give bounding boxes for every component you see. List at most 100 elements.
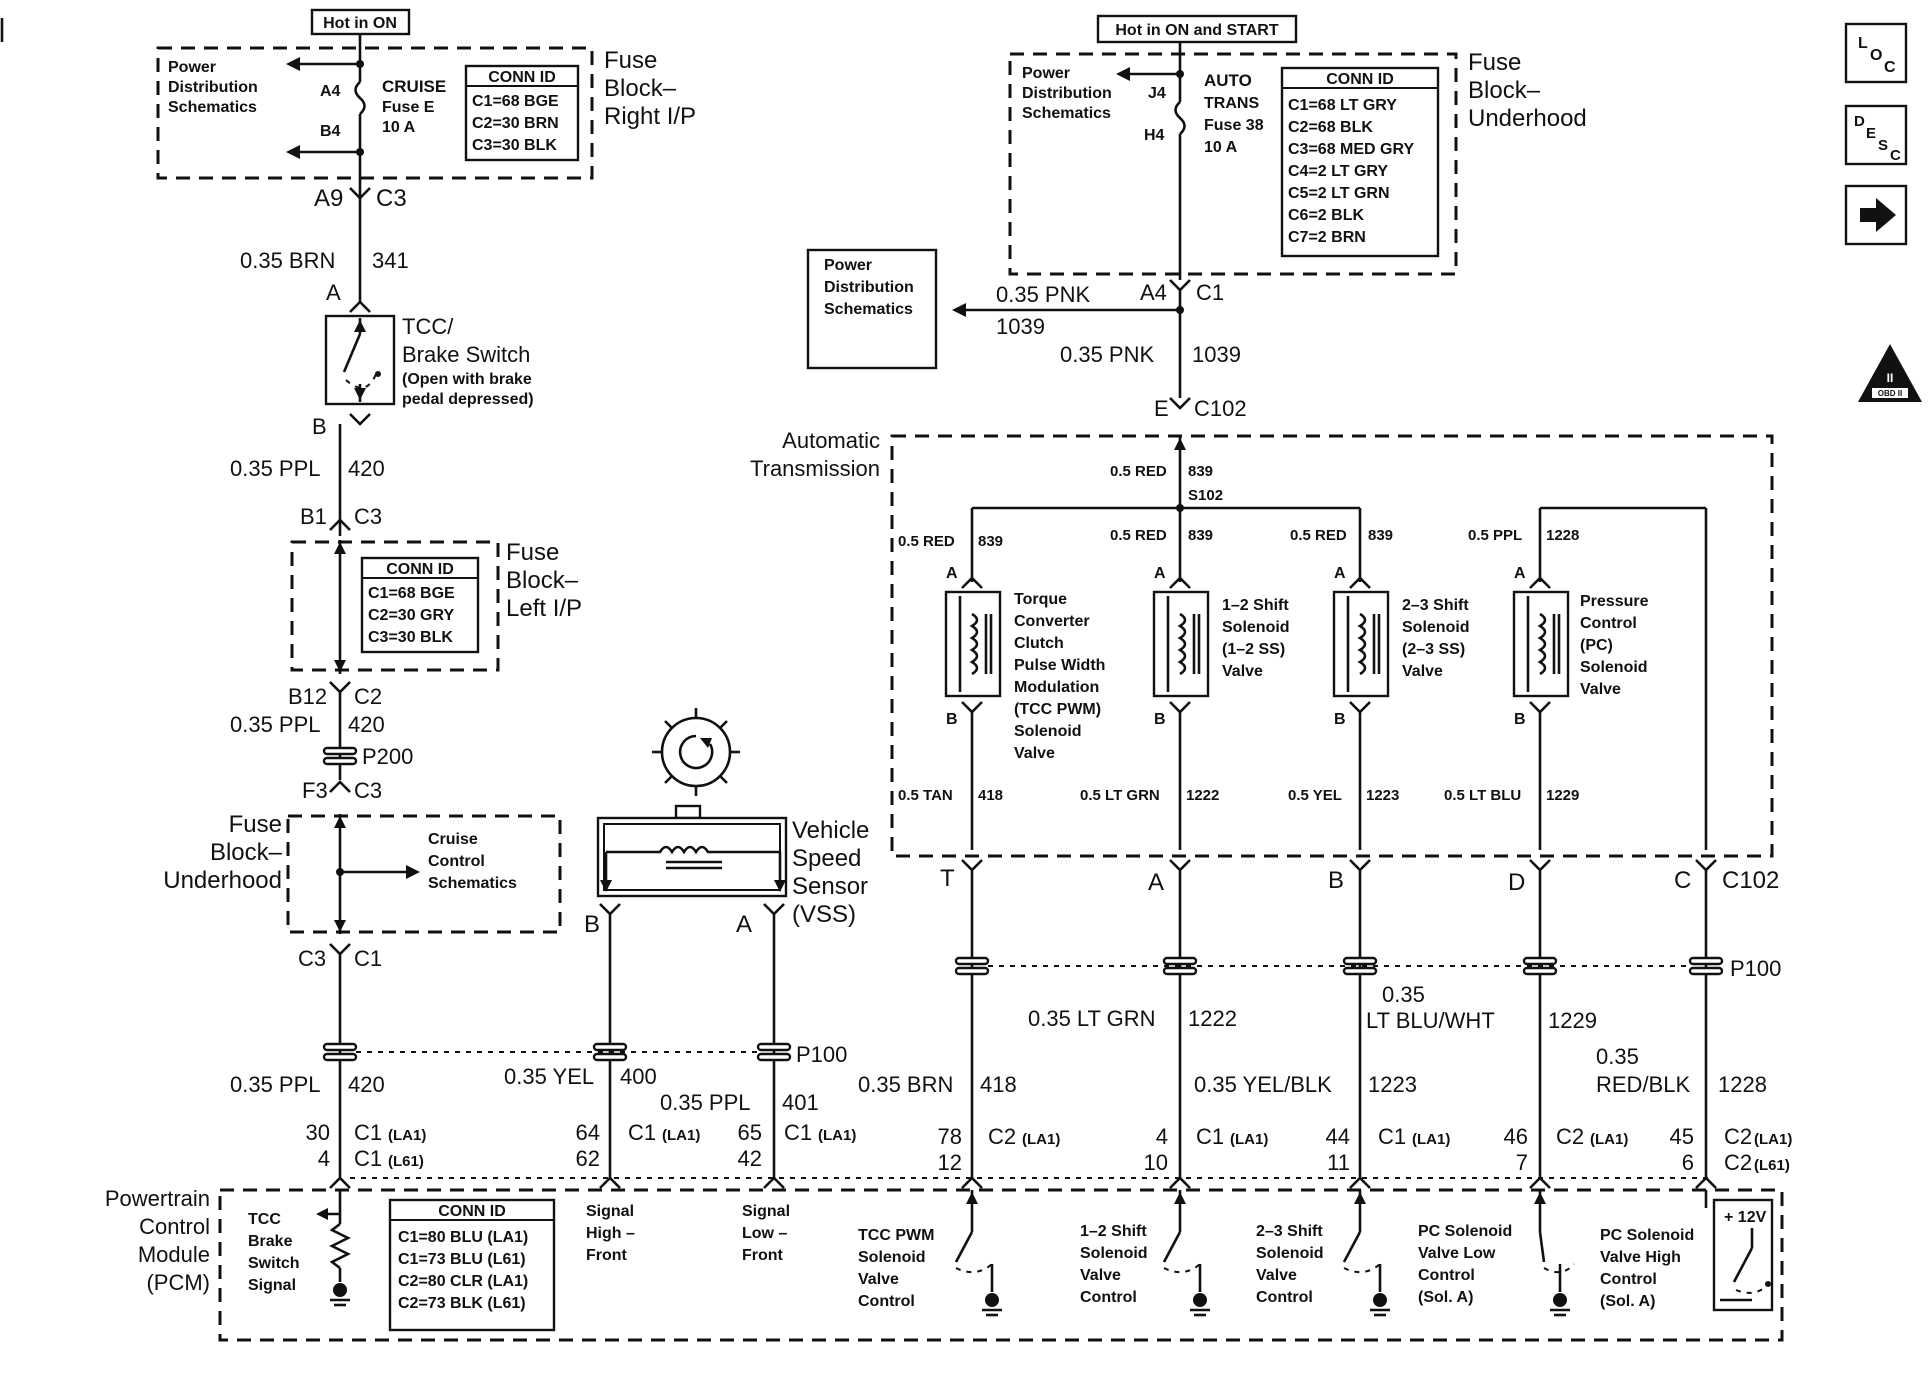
wire-color: 0.35 LT GRN	[1028, 1006, 1156, 1031]
variant-la1: (LA1)	[1022, 1131, 1060, 1148]
fuse-name: Fuse 38	[1204, 117, 1264, 134]
fuse-symbol	[1174, 101, 1186, 135]
pin-a: A	[1148, 869, 1164, 896]
ground-icon	[330, 1283, 350, 1307]
supply-12v: + 12V	[1724, 1209, 1767, 1226]
pin-b: B	[946, 711, 958, 728]
fuse-block-left-ip-box	[290, 540, 500, 672]
fuse-block-underhood-left-box	[286, 814, 562, 934]
pcm-signal-label: TCC	[248, 1211, 281, 1228]
loc-icon-o: O	[1870, 47, 1882, 64]
wire-color: 0.35 PPL	[660, 1090, 751, 1115]
loc-icon[interactable]: L O C	[1844, 22, 1908, 84]
wire-number: 1228	[1546, 527, 1579, 544]
cruise-label: Schematics	[428, 875, 517, 892]
pcm-signal-label: Brake	[248, 1233, 293, 1250]
pin-number: 64	[576, 1120, 600, 1145]
connector-c3: C3	[354, 778, 382, 803]
fuse-name-2: Fuse E	[382, 99, 435, 116]
pcm-label: Powertrain	[105, 1186, 210, 1211]
pcm-signal-label: Valve	[1256, 1267, 1297, 1284]
pcm-signal-label: Low –	[742, 1225, 787, 1242]
pcm-signal-label: PC Solenoid	[1418, 1223, 1512, 1240]
pcm-signal-label: TCC PWM	[858, 1227, 934, 1244]
pin-b: B	[1334, 711, 1346, 728]
pds-label-3: Schematics	[168, 99, 257, 116]
wire-color: 0.5 LT BLU	[1444, 787, 1521, 804]
solenoid-label: Torque	[1014, 591, 1067, 608]
desc-icon-c: C	[1890, 147, 1901, 164]
conn-id-row: C2=80 CLR (LA1)	[398, 1273, 528, 1290]
conn-id-row: C6=2 BLK	[1288, 207, 1364, 224]
tcc-pwm-solenoid: A B	[944, 565, 1002, 728]
pin-number: 12	[938, 1150, 962, 1175]
pcm-signal-label: Valve	[858, 1271, 899, 1288]
obd-ii-icon[interactable]: OBD II II	[1858, 344, 1922, 402]
pds-label: Power	[824, 257, 872, 274]
conn-id-row: C3=68 MED GRY	[1288, 141, 1414, 158]
wire-number: 839	[1368, 527, 1393, 544]
wire-color: 0.5 PPL	[1468, 527, 1522, 544]
fuse-block-label: Underhood	[1468, 105, 1587, 132]
desc-icon-e: E	[1866, 125, 1876, 142]
conn-id-row: C1=80 BLU (LA1)	[398, 1229, 528, 1246]
connector-c1: C1	[1196, 1124, 1224, 1149]
wire-color: 0.35 YEL	[504, 1064, 594, 1089]
wire-number: 420	[348, 1072, 385, 1097]
pds-label: Distribution	[1022, 85, 1112, 102]
pin-a: A	[1154, 565, 1166, 582]
pin-d: D	[1508, 869, 1525, 896]
vss-label: (VSS)	[792, 901, 856, 928]
conn-id-row: C1=68 BGE	[472, 93, 559, 110]
conn-id-row: C1=68 LT GRY	[1288, 97, 1397, 114]
connector-c3: C3	[354, 504, 382, 529]
desc-icon-s: S	[1878, 137, 1888, 154]
pin-f3: F3	[302, 778, 328, 803]
pcm-box	[218, 1188, 1784, 1342]
pds-label: Schematics	[824, 301, 913, 318]
pcm-signal-label: Valve	[1080, 1267, 1121, 1284]
wire-number: 420	[348, 712, 385, 737]
vss-label: Speed	[792, 845, 861, 872]
conn-id-row: C3=30 BLK	[472, 137, 557, 154]
connector-c2: C2	[1724, 1124, 1752, 1149]
connector-c1: C1	[628, 1120, 656, 1145]
solenoid-label: Solenoid	[1014, 723, 1082, 740]
pin-b12: B12	[288, 684, 327, 709]
fuse-symbol	[354, 81, 366, 115]
pin-e: E	[1154, 396, 1169, 421]
automatic-transmission-box	[890, 434, 1774, 858]
pin-h4: H4	[1144, 127, 1165, 144]
obd-ii-roman: II	[1887, 371, 1894, 385]
pcm-signal-label: Front	[742, 1247, 784, 1264]
desc-icon[interactable]: D E S C	[1844, 104, 1908, 166]
solenoid-label: Converter	[1014, 613, 1090, 630]
conn-id-row: C1=68 BGE	[368, 585, 455, 602]
solenoid-label: Pulse Width	[1014, 657, 1105, 674]
wire-number: 1222	[1188, 1006, 1237, 1031]
pds-label-1: Power	[168, 59, 216, 76]
wire-color: 0.5 RED	[1110, 527, 1167, 544]
pin-a: A	[736, 911, 752, 938]
wire-color: 0.5 RED	[1290, 527, 1347, 544]
wire-number: 1228	[1718, 1072, 1767, 1097]
connector-c3: C3	[376, 185, 407, 212]
solenoid-label: Valve	[1580, 681, 1621, 698]
fuse-name-3: 10 A	[382, 119, 416, 136]
pin-number: 45	[1670, 1124, 1694, 1149]
pds-label: Schematics	[1022, 105, 1111, 122]
pds-label-2: Distribution	[168, 79, 258, 96]
cruise-label: Cruise	[428, 831, 478, 848]
pc-low-driver	[1534, 1190, 1575, 1317]
pin-number: 4	[318, 1146, 330, 1171]
pin-number: 65	[738, 1120, 762, 1145]
wire-color: 0.5 RED	[898, 533, 955, 550]
fuse-block-label: Underhood	[163, 867, 282, 894]
wire-color: RED/BLK	[1596, 1072, 1690, 1097]
pcm-signal-label: PC Solenoid	[1600, 1227, 1694, 1244]
pin-b: B	[1328, 867, 1344, 894]
connector-c3: C3	[298, 946, 326, 971]
next-arrow-icon[interactable]	[1844, 184, 1908, 246]
tcc-brake-label: TCC/	[402, 314, 454, 339]
auto-trans-label: Transmission	[750, 456, 880, 481]
